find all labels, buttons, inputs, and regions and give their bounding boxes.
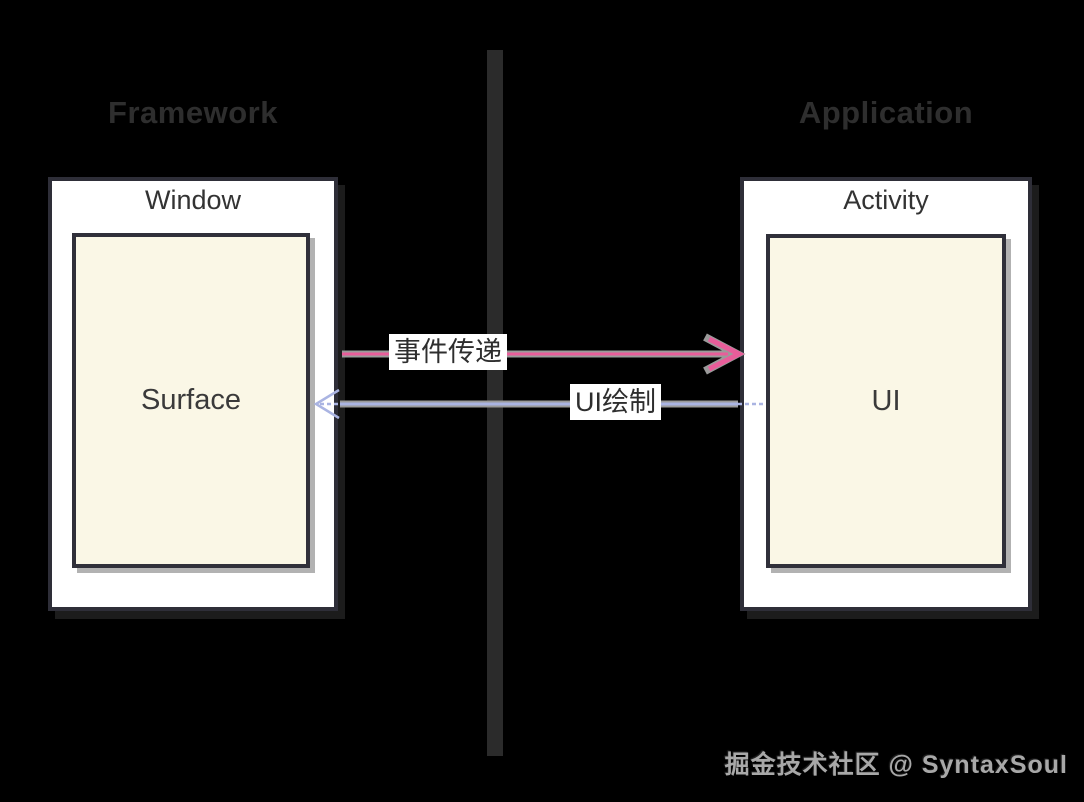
draw-arrow-label: UI绘制 bbox=[570, 384, 661, 421]
ui-box: UI bbox=[766, 234, 1006, 568]
window-box-title: Window bbox=[144, 185, 242, 215]
event-arrowhead-icon bbox=[707, 336, 745, 372]
surface-box-label: Surface bbox=[141, 384, 241, 416]
surface-box: Surface bbox=[72, 233, 310, 568]
application-section-title: Application bbox=[798, 95, 974, 130]
activity-box-title: Activity bbox=[843, 185, 929, 215]
framework-section-title: Framework bbox=[108, 95, 278, 130]
ui-box-label: UI bbox=[871, 384, 901, 417]
watermark: 掘金技术社区 @ SyntaxSoul bbox=[724, 751, 1068, 779]
event-arrow-label: 事件传递 bbox=[389, 334, 507, 371]
framework-application-divider bbox=[487, 50, 503, 756]
ui-draw-arrow bbox=[313, 388, 766, 420]
